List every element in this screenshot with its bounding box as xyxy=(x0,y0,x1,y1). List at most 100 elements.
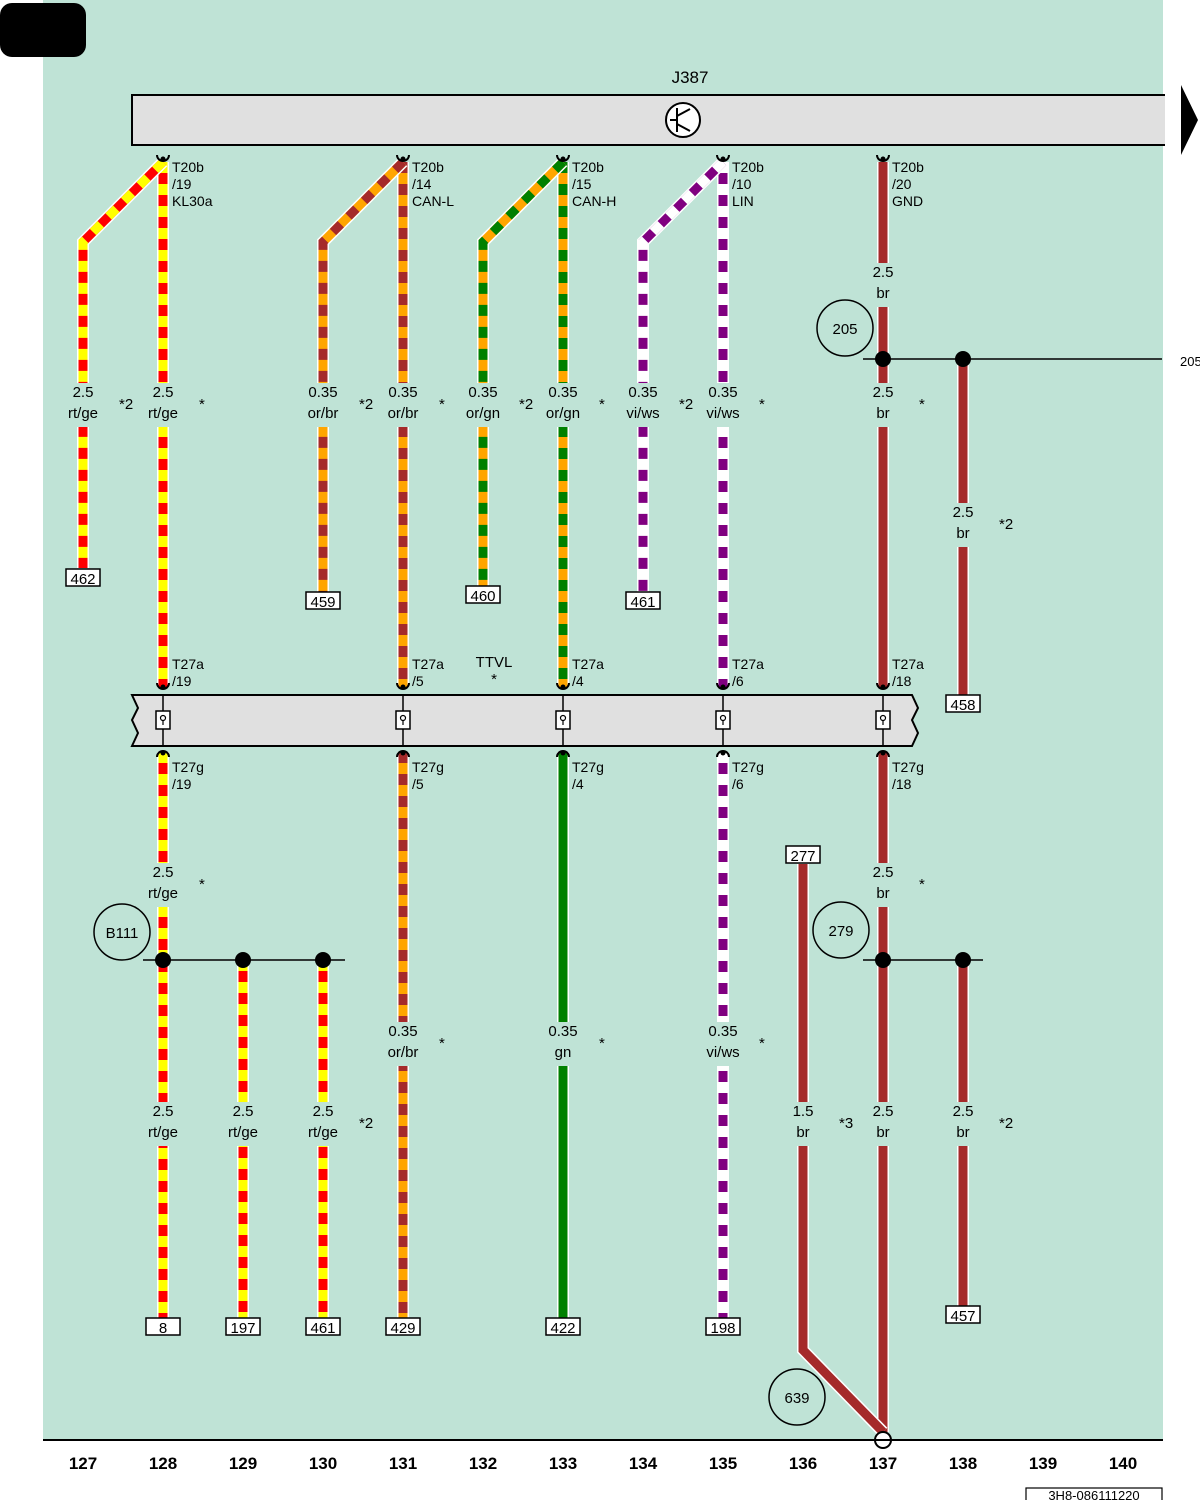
ref-box xyxy=(465,585,501,604)
splices xyxy=(143,351,1162,1449)
wire-label-bg xyxy=(138,1102,188,1146)
wire-size: 2.5 xyxy=(153,1103,174,1120)
wire-can-l-branch-stripe xyxy=(318,158,407,592)
ref-box xyxy=(145,1317,181,1336)
wire-note: *2 xyxy=(679,396,693,413)
footer-box xyxy=(1025,1487,1163,1500)
pin-number: /6 xyxy=(732,673,744,689)
pin-name: T27g xyxy=(892,759,924,775)
pin-name: T27a xyxy=(892,656,924,672)
pin-number: /18 xyxy=(892,673,912,689)
ref-number: 460 xyxy=(470,588,495,605)
wire-size: 0.35 xyxy=(468,384,497,401)
location-circle xyxy=(93,903,151,961)
wire-label-bg xyxy=(938,1102,988,1146)
location-circle xyxy=(812,901,870,959)
wire-label-bg xyxy=(138,863,188,907)
wire-size: 2.5 xyxy=(953,1103,974,1120)
column-number: 128 xyxy=(149,1454,177,1473)
wire-label-bg xyxy=(858,383,908,427)
wire-color: vi/ws xyxy=(706,405,739,422)
wire-size: 2.5 xyxy=(233,1103,254,1120)
ref-number: 462 xyxy=(70,571,95,588)
pin-number: /15 xyxy=(572,176,592,192)
pin-signal: LIN xyxy=(732,193,754,209)
ref-box xyxy=(785,845,821,864)
wire-color: br xyxy=(796,1124,809,1141)
wire-color: or/br xyxy=(388,1044,419,1061)
wire-label-bg xyxy=(778,1102,828,1146)
splice-dot xyxy=(315,952,331,968)
wire-label-bg xyxy=(618,383,668,427)
wire-label-bg xyxy=(378,383,428,427)
wire-note: * xyxy=(439,396,445,413)
wire-can-h-branch-stripe xyxy=(478,158,567,586)
pin-name: T27g xyxy=(412,759,444,775)
location-label: B111 xyxy=(106,925,139,942)
wire-size: 0.35 xyxy=(548,1023,577,1040)
ref-number: 422 xyxy=(550,1320,575,1337)
wire-size: 2.5 xyxy=(73,384,94,401)
wire-color: or/br xyxy=(308,405,339,422)
wire-color: or/br xyxy=(388,405,419,422)
wire-note: * xyxy=(759,396,765,413)
column-number: 137 xyxy=(869,1454,897,1473)
pin-connector-icon xyxy=(876,154,890,162)
wire-color: or/gn xyxy=(546,405,580,422)
ref-box xyxy=(945,1305,981,1324)
pin-number: /19 xyxy=(172,673,192,689)
wire-label-bg xyxy=(938,503,988,547)
ref-box xyxy=(625,591,661,610)
pin-number: /5 xyxy=(412,776,424,792)
column-number: 140 xyxy=(1109,1454,1137,1473)
wire-color: rt/ge xyxy=(148,885,178,902)
wire-color: br xyxy=(876,1124,889,1141)
column-number: 139 xyxy=(1029,1454,1057,1473)
ref-box xyxy=(65,568,101,587)
ref-number: 457 xyxy=(950,1308,975,1325)
pin-number: /5 xyxy=(412,673,424,689)
splice-dot xyxy=(955,952,971,968)
wire-note: *2 xyxy=(359,396,373,413)
component-label: J387 xyxy=(672,68,709,87)
splice-dot xyxy=(875,952,891,968)
ref-number: 429 xyxy=(390,1320,415,1337)
ref-number: 461 xyxy=(630,594,655,611)
pin-number: /10 xyxy=(732,176,752,192)
column-number: 129 xyxy=(229,1454,257,1473)
pin-name: T27g xyxy=(172,759,204,775)
pin-signal: KL30a xyxy=(172,193,213,209)
wire-label-bg xyxy=(218,1102,268,1146)
terminal-icon xyxy=(555,695,571,746)
continuation-ref: 205 xyxy=(1180,354,1200,369)
wire-size: 0.35 xyxy=(628,384,657,401)
wire-size: 0.35 xyxy=(388,384,417,401)
pin-connector-icon xyxy=(716,154,730,162)
pin-connector-icon xyxy=(716,682,730,690)
wire-color: br xyxy=(876,405,889,422)
pin-number: /6 xyxy=(732,776,744,792)
terminal-icon xyxy=(875,695,891,746)
location-label: 639 xyxy=(784,1390,809,1407)
pin-number: /19 xyxy=(172,776,192,792)
pin-name: T20b xyxy=(892,159,924,175)
component-j387-box xyxy=(131,94,1165,146)
wire-size: 2.5 xyxy=(153,864,174,881)
splice-dot xyxy=(235,952,251,968)
footer-code: 3H8-086111220 xyxy=(1048,1488,1139,1500)
wire-color: gn xyxy=(555,1044,572,1061)
pin-name: T27a xyxy=(732,656,764,672)
ref-box xyxy=(225,1317,261,1336)
wire-size: 0.35 xyxy=(388,1023,417,1040)
wire-label-bg xyxy=(378,1022,428,1066)
column-number: 138 xyxy=(949,1454,977,1473)
wire-kl30a-branch-stripe xyxy=(78,158,167,568)
splice-dot xyxy=(155,952,171,968)
location-circle xyxy=(816,299,874,357)
ref-number: 459 xyxy=(310,594,335,611)
pin-connector-icon xyxy=(556,154,570,162)
page-badge xyxy=(0,3,86,57)
wire-label-bg xyxy=(698,1022,748,1066)
